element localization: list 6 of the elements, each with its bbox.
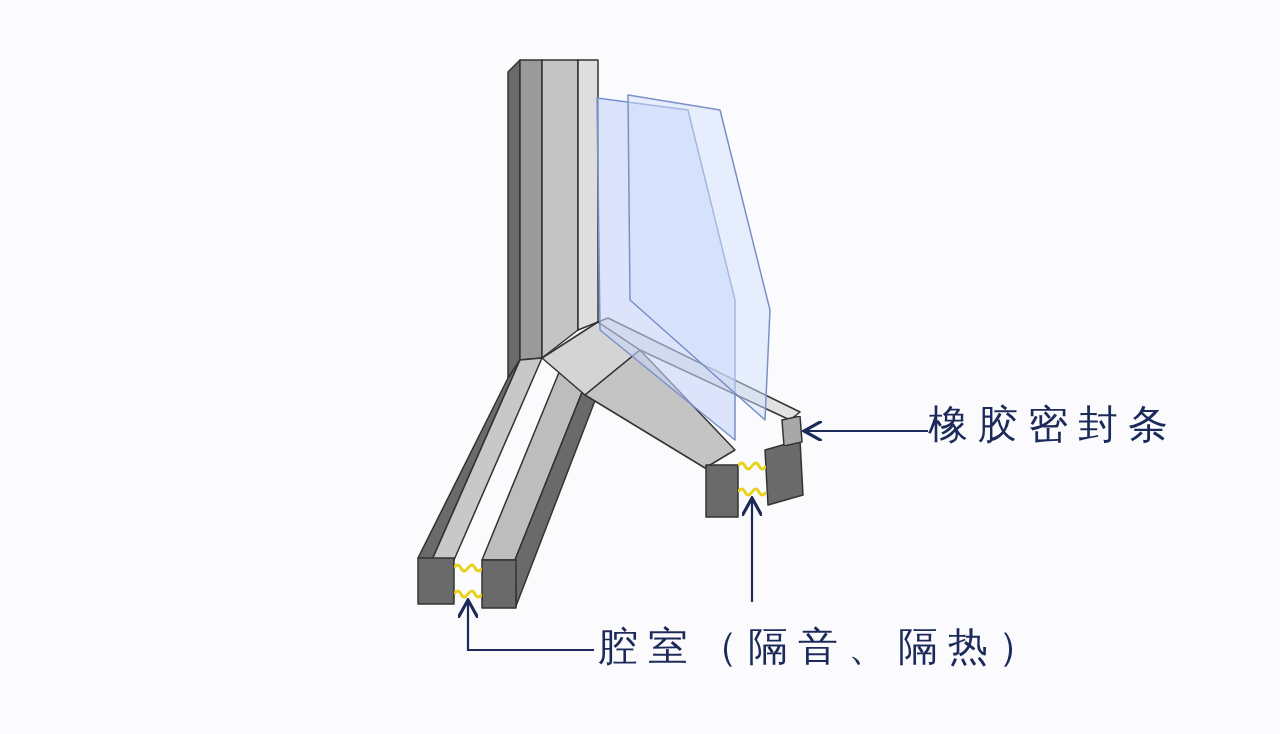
leader-line: [740, 496, 764, 602]
leader-line: [456, 598, 594, 652]
callout-label: 腔室（隔音、隔热）: [598, 622, 1068, 678]
rubber-seal: [780, 416, 804, 446]
leader-line: [802, 419, 928, 443]
callout-label: 橡胶密封条: [928, 400, 1190, 456]
